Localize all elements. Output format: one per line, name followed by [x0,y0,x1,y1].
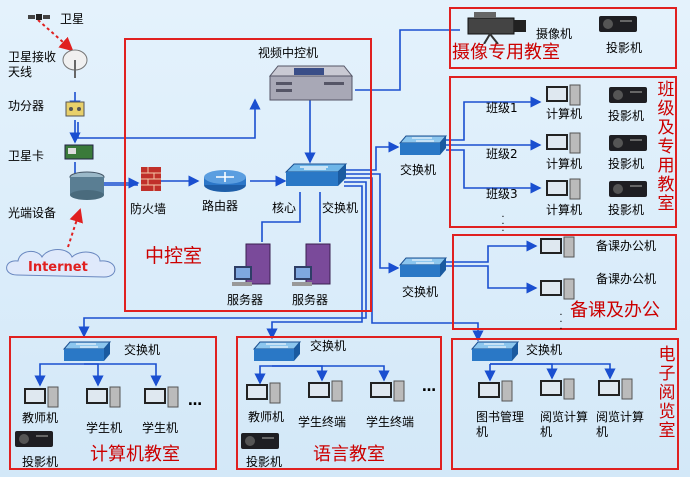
computer-icon [370,380,405,402]
sat-card-label: 卫星卡 [8,149,45,163]
server-icon [232,243,271,286]
zone-computer-room [9,336,217,470]
library-label: 图书管理机 [476,410,525,439]
reading-room-title: 电子阅览室 [658,345,676,441]
sat-antenna-label: 卫星接收天线 [8,50,57,79]
class2-computer-label: 计算机 [546,157,583,171]
student-term2-label: 学生终端 [366,415,415,429]
computer-icon [24,386,59,408]
projector-icon [599,16,637,32]
computer-icon [246,382,281,404]
zone-prep-office [452,234,677,330]
class1-projector-label: 投影机 [608,109,645,123]
camera-icon [467,12,526,44]
amplifier-label: 功分器 [8,99,45,113]
prep-office2-label: 备课办公机 [596,272,657,286]
office-more-dots: ··· [559,310,563,335]
switch-icon [252,341,302,361]
computer-icon [308,380,343,402]
zone-class-rooms [449,76,677,228]
internet-label: Internet [28,260,88,275]
prep-office1-label: 备课办公机 [596,239,657,253]
projector-cam-label: 投影机 [606,41,643,55]
computer-icon [546,178,581,200]
computer-icon [546,132,581,154]
language-room-title: 语言教室 [313,444,385,465]
computer-room-title: 计算机教室 [90,444,180,465]
class3-label: 班级3 [486,187,518,201]
core-switch-label: 交换机 [322,201,359,215]
camera-label: 摄像机 [536,27,573,41]
teacher-pc-label: 教师机 [22,411,59,425]
router-icon [204,170,246,192]
computer-room-projector-label: 投影机 [22,455,59,469]
reading-room-switch-label: 交换机 [526,343,563,357]
language-room-switch-label: 交换机 [310,339,347,353]
class2-projector-label: 投影机 [608,157,645,171]
student-term1-label: 学生终端 [298,415,347,429]
firewall-icon [141,167,161,191]
optical-device-icon [69,171,105,200]
server-icon [292,243,331,286]
computer-icon [144,386,179,408]
control-room-title: 中控室 [145,245,203,267]
language-room-more: … [422,379,437,395]
switch-icon [398,257,448,277]
computer-icon [478,380,513,402]
class-switch-label: 交换机 [400,163,437,177]
switch-icon [62,341,112,361]
zone-reading-room [451,338,679,470]
class2-label: 班级2 [486,147,518,161]
server2-label: 服务器 [292,293,329,307]
projector-icon [609,181,647,197]
projector-icon [609,87,647,103]
zone-control-room [124,38,372,312]
projector-icon [15,431,53,447]
projector-icon [609,135,647,151]
student-pc2-label: 学生机 [142,421,179,435]
language-room-projector-label: 投影机 [246,455,283,469]
class-more-dots: ··· [501,212,505,237]
computer-room-switch-label: 交换机 [124,343,161,357]
class-rooms-title: 班级及专用教室 [657,80,675,214]
core-switch-icon [284,163,348,186]
computer-icon [540,278,575,300]
zone-camera-room [449,7,677,69]
video-ctrl-label: 视频中控机 [258,46,319,60]
class3-computer-label: 计算机 [546,203,583,217]
server1-label: 服务器 [227,293,264,307]
splitter-icon [65,101,85,117]
reading1-label: 阅览计算机 [540,410,589,439]
computer-icon [86,386,121,408]
prep-office-title: 备课及办公 [570,300,660,321]
zone-language-room [236,336,442,470]
optical-label: 光端设备 [8,206,57,220]
satellite-icon [28,14,50,20]
internet-cloud-icon [6,249,116,278]
projector-icon [241,433,279,449]
computer-icon [546,84,581,106]
satellite-dish-icon [62,49,88,78]
camera-room-title: 摄像专用教室 [452,42,560,63]
video-controller-icon [268,65,354,101]
satellite-card-icon [64,144,94,160]
computer-icon [598,378,633,400]
reading2-label: 阅览计算机 [596,410,645,439]
computer-icon [540,236,575,258]
computer-icon [540,378,575,400]
class1-computer-label: 计算机 [546,107,583,121]
satellite-label: 卫星 [60,12,85,26]
switch-icon [398,135,448,155]
language-teacher-label: 教师机 [248,410,285,424]
computer-room-more: … [188,393,203,409]
class3-projector-label: 投影机 [608,203,645,217]
core-label: 核心 [272,201,297,215]
switch-icon [470,341,520,361]
office-switch-label: 交换机 [402,285,439,299]
class1-label: 班级1 [486,101,518,115]
student-pc1-label: 学生机 [86,421,123,435]
firewall-label: 防火墙 [130,202,167,216]
router-label: 路由器 [202,199,239,213]
